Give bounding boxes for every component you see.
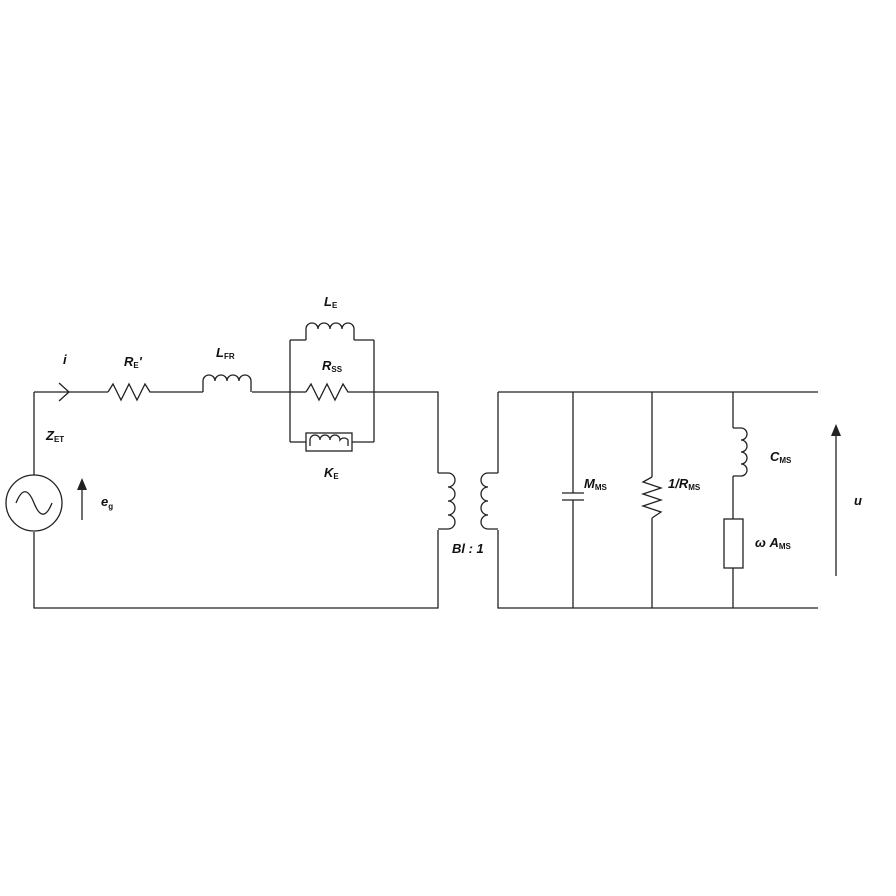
current-arrow	[58, 382, 70, 402]
voltage-source	[5, 474, 63, 532]
label-lfr: LFR	[216, 345, 235, 361]
transformer-primary	[438, 472, 456, 530]
inductor-lfr	[202, 374, 252, 392]
label-zet: ZET	[45, 428, 64, 444]
label-mms: MMS	[584, 476, 608, 492]
label-rms: 1/RMS	[668, 476, 701, 492]
capacitor-mms	[562, 392, 584, 608]
label-eg: eg	[101, 494, 113, 511]
label-cms: CMS	[770, 449, 792, 465]
label-ke: KE	[324, 465, 339, 481]
label-re: RE'	[124, 354, 143, 370]
transformer-secondary	[480, 472, 498, 530]
inductor-le	[305, 322, 355, 340]
resistor-rms	[640, 392, 664, 608]
label-bl-ratio: Bl : 1	[452, 541, 484, 556]
label-le: LE	[324, 294, 338, 310]
label-u: u	[854, 493, 862, 508]
label-ams: ω AMS	[755, 535, 792, 551]
u-arrow	[831, 424, 841, 576]
label-i: i	[63, 352, 67, 367]
resistor-rss	[305, 382, 354, 402]
label-rss: RSS	[322, 358, 343, 374]
wires	[33, 391, 818, 609]
resistor-re	[107, 382, 155, 402]
branch-cms-ams	[723, 392, 748, 608]
semi-inductor-ke	[305, 432, 353, 452]
eg-arrow	[77, 478, 87, 520]
parallel-block	[289, 339, 375, 443]
